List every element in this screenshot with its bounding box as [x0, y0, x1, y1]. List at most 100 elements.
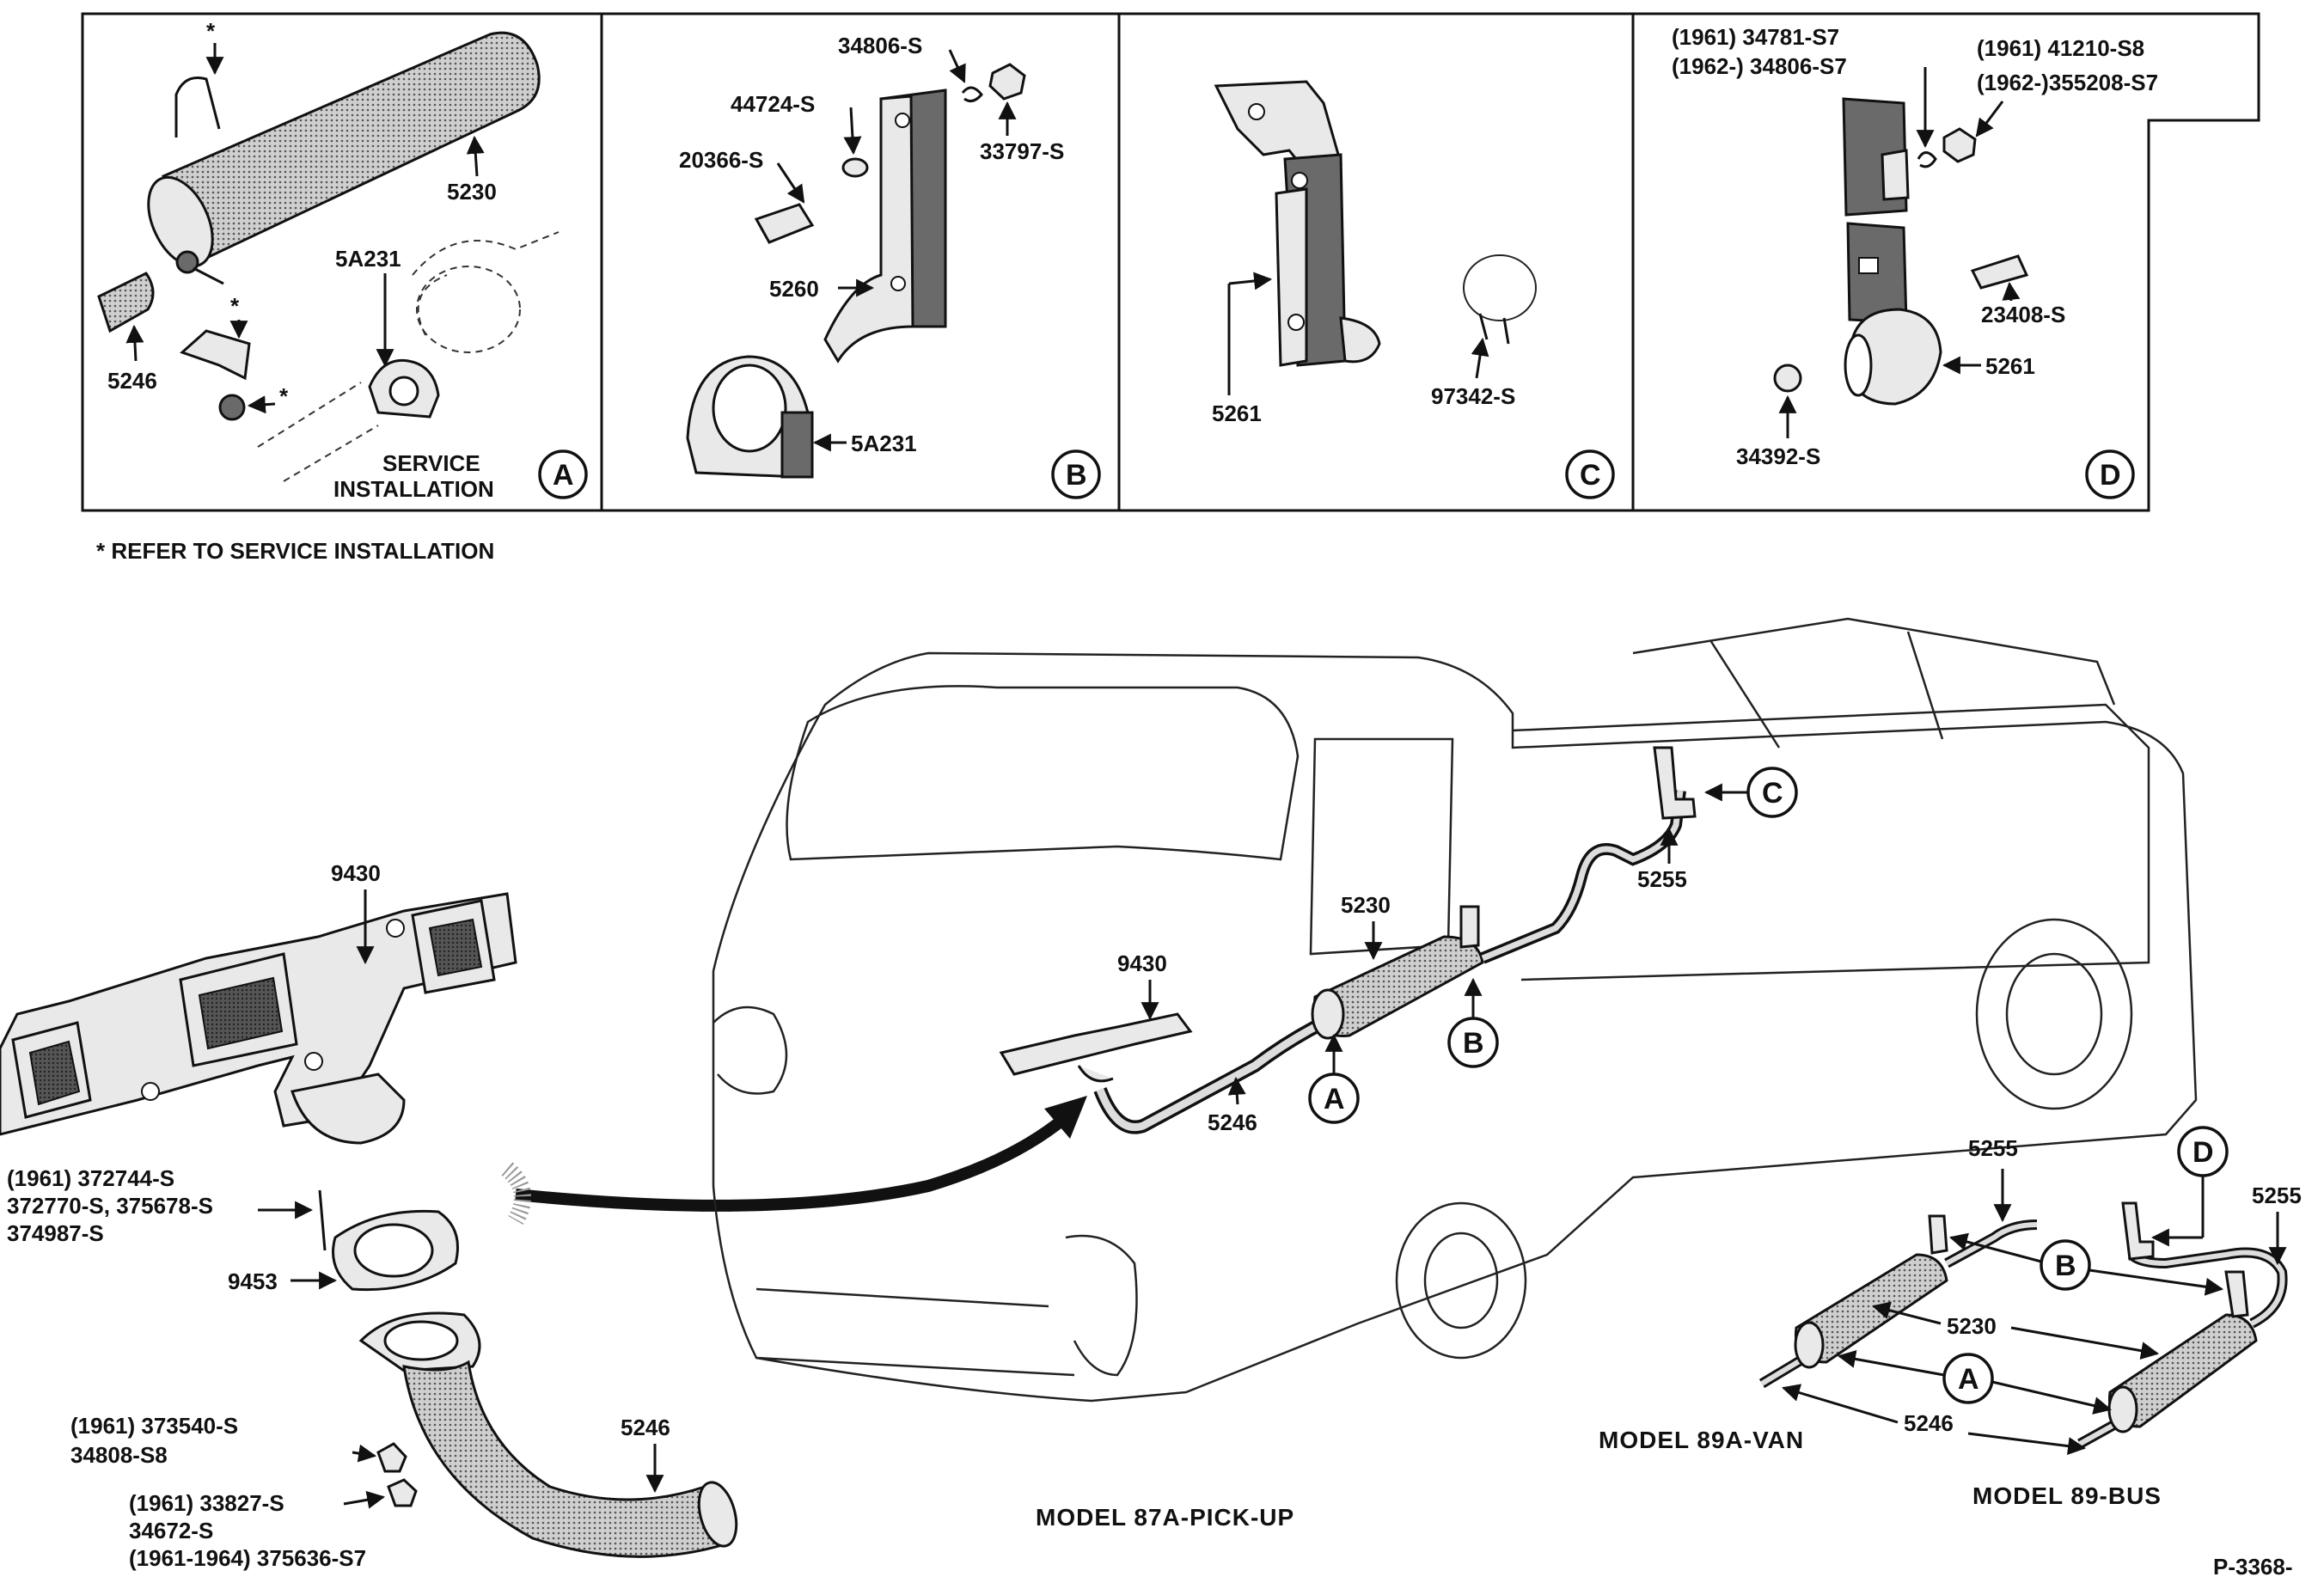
gasket-9453 — [332, 1209, 459, 1292]
label-41210-s8: (1961) 41210-S8 — [1977, 35, 2144, 61]
pipe-5246-part — [97, 272, 155, 333]
panel-a: * * * 5230 5A231 5246 SERVICE INSTALLATI… — [97, 18, 588, 502]
label-5255-van: 5255 — [1968, 1135, 2018, 1161]
service-installation-outline — [257, 231, 560, 482]
van-muffler-5230 — [1794, 1214, 1948, 1369]
label-372744-s: (1961) 372744-S — [7, 1165, 174, 1191]
badge-b-van-bus — [2040, 1239, 2091, 1291]
bus-exhaust — [2077, 1201, 2288, 1449]
label-9430-manifold: 9430 — [331, 860, 381, 886]
badge-a-panel — [538, 449, 588, 499]
badge-b-panel-text: B — [1066, 459, 1087, 492]
pipe-5246-manifold — [358, 1311, 738, 1558]
badge-a-panel-text: A — [553, 459, 574, 492]
u-bolt-part — [174, 76, 221, 138]
washer-44724-s — [841, 157, 869, 178]
caption-bus: MODEL 89-BUS — [1972, 1482, 2162, 1509]
label-5246-manifold: 5246 — [621, 1415, 670, 1440]
stud-part — [318, 1189, 327, 1251]
label-355208-s7: (1962-)355208-S7 — [1977, 70, 2158, 95]
label-5a231-b: 5A231 — [851, 431, 917, 456]
badge-b-panel — [1051, 449, 1101, 499]
badge-c-panel-text: C — [1580, 459, 1601, 492]
label-5246-a: 5246 — [107, 368, 157, 394]
bolt-23408-s — [1970, 254, 2029, 290]
star-marker-2: * — [230, 293, 240, 319]
caption-pickup: MODEL 87A-PICK-UP — [1036, 1504, 1294, 1531]
label-97342-s: 97342-S — [1431, 383, 1515, 409]
service-label-line2: INSTALLATION — [333, 476, 494, 502]
pickup-exhaust — [999, 746, 1697, 1134]
badge-a-pickup-text: A — [1324, 1083, 1345, 1115]
badge-d-bus-text: D — [2193, 1136, 2214, 1169]
label-5261-c: 5261 — [1212, 400, 1262, 426]
badge-b-pickup-text: B — [1463, 1027, 1484, 1060]
nut-part — [218, 394, 246, 421]
nut-d — [1942, 127, 1977, 163]
label-5246-van-bus: 5246 — [1904, 1410, 1954, 1436]
detail-panels — [81, 12, 2260, 512]
star-marker: * — [206, 18, 216, 44]
lockwasher-34806-s — [961, 86, 983, 103]
panels-border — [81, 12, 2260, 512]
nut-manifold-1 — [376, 1442, 407, 1473]
badge-b-van-bus-text: B — [2055, 1250, 2076, 1282]
badge-a-van-bus-text: A — [1958, 1363, 1979, 1396]
label-20366-s: 20366-S — [679, 147, 763, 173]
star-marker-3: * — [279, 383, 289, 409]
badge-d-panel — [2085, 449, 2135, 499]
clamp-5a231-a — [368, 358, 440, 419]
label-5255-pickup: 5255 — [1637, 866, 1687, 892]
bracket-5260 — [823, 89, 947, 364]
label-372770-s: 372770-S, 375678-S — [7, 1193, 213, 1219]
label-9453: 9453 — [228, 1268, 278, 1294]
lockwasher-d — [1917, 151, 1937, 168]
label-5230-pickup: 5230 — [1341, 892, 1391, 918]
exhaust-manifold-9430 — [0, 892, 517, 1145]
badge-c-pickup-text: C — [1762, 777, 1783, 810]
clamp-97342-s — [1463, 254, 1537, 345]
label-23408-s: 23408-S — [1981, 302, 2065, 327]
badge-a-van-bus — [1942, 1353, 1994, 1404]
nut-manifold-2 — [387, 1478, 418, 1507]
label-5260: 5260 — [769, 276, 819, 302]
reference-arrow — [501, 1096, 1087, 1225]
label-34806-s7: (1962-) 34806-S7 — [1672, 53, 1847, 79]
bus-muffler-5230 — [2107, 1313, 2258, 1433]
caption-van: MODEL 89A-VAN — [1599, 1427, 1804, 1453]
panel-d: (1961) 34781-S7 (1962-) 34806-S7 (1961) … — [1672, 24, 2158, 499]
hanger-5261-c — [1214, 80, 1381, 367]
bolt-20366-s — [754, 203, 815, 244]
van-exhaust — [1758, 1214, 2038, 1389]
label-33797-s: 33797-S — [980, 138, 1064, 164]
panel-b: 34806-S 44724-S 33797-S 20366-S 5260 5A2… — [679, 33, 1101, 499]
label-9430-pickup: 9430 — [1117, 950, 1167, 976]
label-5255-bus: 5255 — [2252, 1183, 2302, 1208]
badge-d-panel-text: D — [2100, 459, 2121, 492]
nut-34392-s — [1773, 364, 1802, 393]
figure-id: P-3368- — [2213, 1554, 2293, 1580]
label-34808-s8: 34808-S8 — [70, 1442, 168, 1468]
label-5261-d: 5261 — [1985, 353, 2035, 379]
label-5230-van-bus: 5230 — [1947, 1313, 1997, 1339]
pickup-truck-outline — [712, 617, 2198, 1403]
pickup-manifold-9430 — [999, 1012, 1193, 1076]
pickup-muffler-5230 — [1311, 905, 1484, 1040]
panel-c: 5261 97342-S C — [1212, 80, 1615, 499]
label-374987-s: 374987-S — [7, 1220, 104, 1246]
label-34672-s: 34672-S — [129, 1518, 213, 1543]
label-5230: 5230 — [447, 179, 497, 205]
badge-c-panel — [1565, 449, 1615, 499]
footnote: * REFER TO SERVICE INSTALLATION — [96, 538, 494, 564]
label-34806-s: 34806-S — [838, 33, 922, 58]
label-375636-s7: (1961-1964) 375636-S7 — [129, 1545, 366, 1571]
label-33827-s: (1961) 33827-S — [129, 1490, 284, 1516]
nut-33797-s — [988, 63, 1026, 101]
clamp-5a231-b — [686, 355, 814, 479]
label-5246-pickup: 5246 — [1208, 1109, 1257, 1135]
label-34392-s: 34392-S — [1736, 443, 1820, 469]
hanger-5261-d — [1842, 97, 1942, 406]
label-34781-s7: (1961) 34781-S7 — [1672, 24, 1839, 50]
label-44724-s: 44724-S — [731, 91, 815, 117]
